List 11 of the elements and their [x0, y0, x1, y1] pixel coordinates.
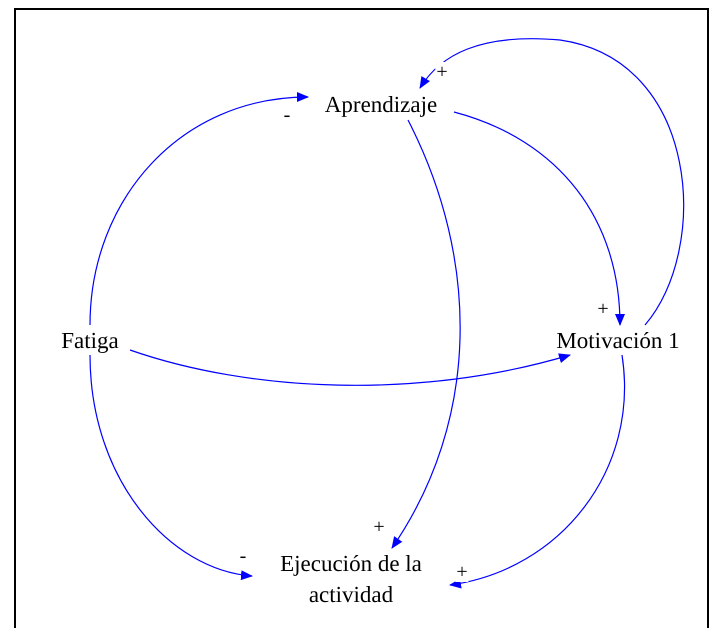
arrow: [89, 92, 309, 326]
arrow: [454, 111, 624, 326]
variable-label: Motivación 1: [556, 326, 680, 354]
arrow: [130, 349, 571, 386]
arrow: [391, 120, 461, 549]
variable-label: Fatiga: [61, 326, 119, 355]
arrow: [419, 38, 684, 326]
variable-label: Aprendizaje: [324, 90, 438, 119]
arrow: [89, 354, 253, 580]
variable-label: Ejecución de la actividad: [279, 550, 423, 609]
arrow: [449, 354, 625, 588]
